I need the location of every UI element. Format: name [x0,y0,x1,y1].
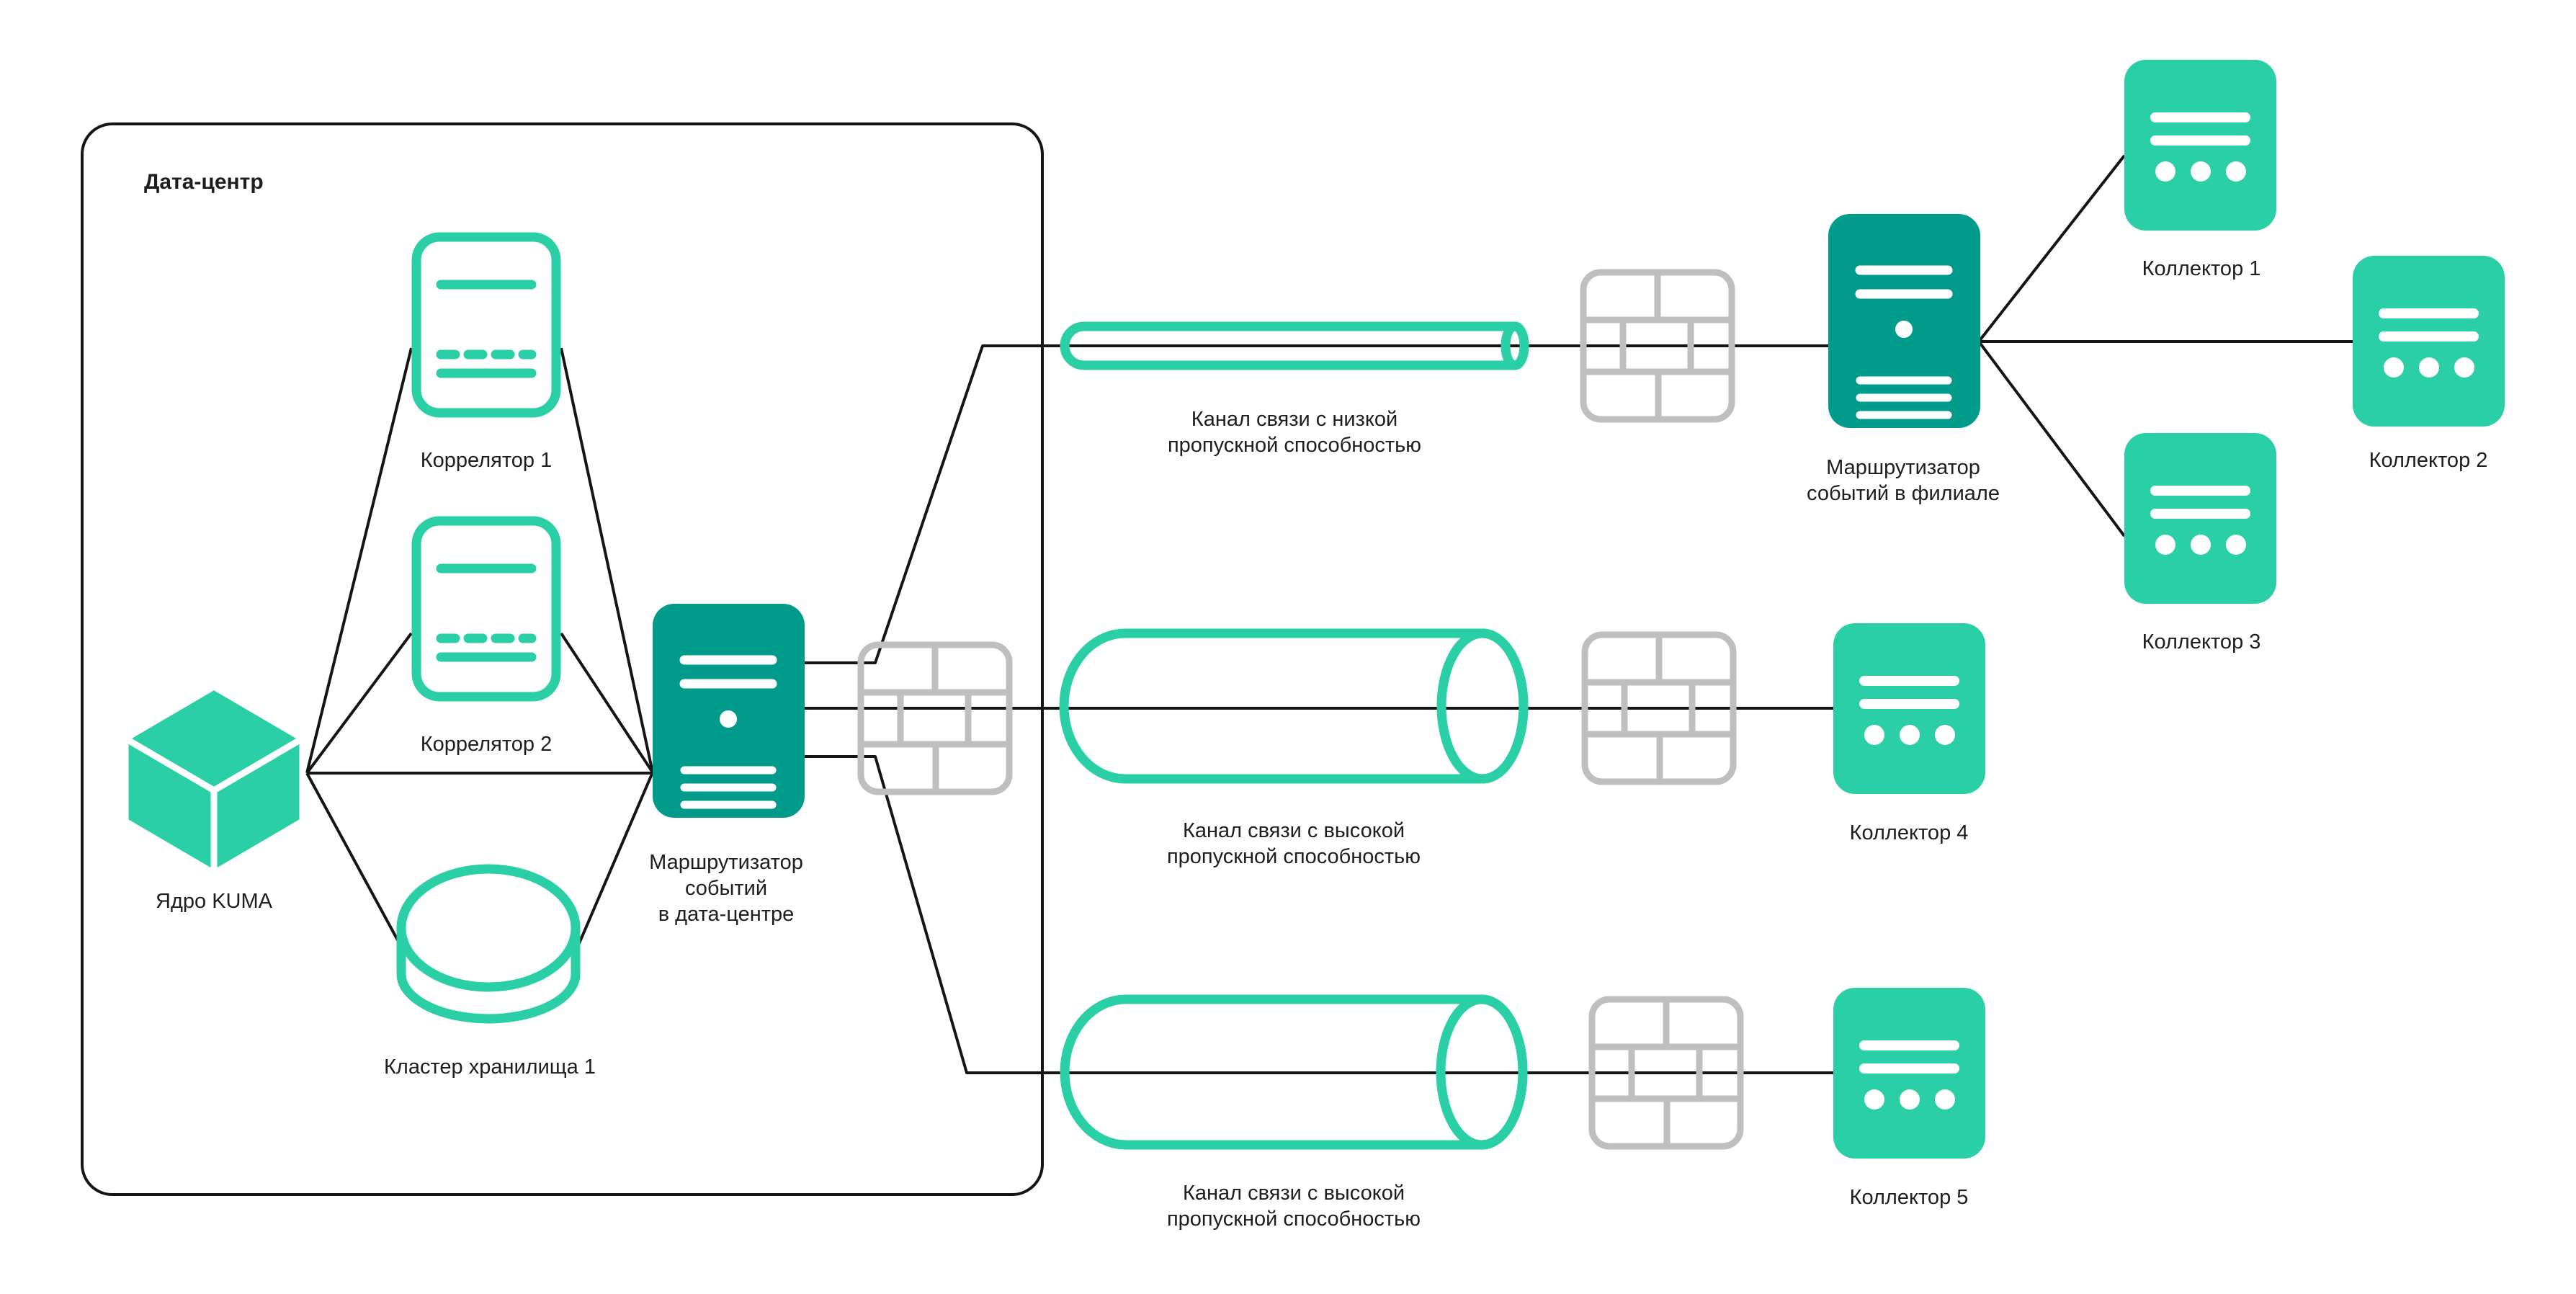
connector-line [576,772,654,947]
document-outline-icon [416,521,556,697]
server-icon [653,604,805,818]
pipe-end-ellipse [1436,994,1528,1150]
collector-card-icon [2124,60,2276,231]
channel-low-bandwidth: Канал связи с низкой пропускной способно… [1060,321,1529,457]
collector-card-icon [1833,623,1985,794]
node-label: Кластер хранилища 1 [384,1056,596,1079]
connector-line [1977,154,2126,343]
pipe-end-ellipse [1436,628,1529,784]
cube-icon [122,683,306,877]
node-label: Коррелятор 2 [421,733,552,756]
channel-label: Канал связи с низкой [1191,408,1397,431]
collector-card-icon [1833,988,1985,1159]
server-icon [1828,214,1980,428]
correlator-1-node: Коррелятор 1 [416,237,556,472]
node-label: Коррелятор 1 [421,449,552,472]
connector-line [800,344,1828,664]
collector-4-node: Коллектор 4 [1833,623,1985,844]
node-label: Маршрутизатор [1826,456,1980,479]
node-label: Коллектор 5 [1850,1186,1969,1209]
node-label: Маршрутизатор [649,851,803,874]
datacenter-boundary [81,122,1044,1196]
node-label: событий в филиале [1807,482,2000,505]
node-label: событий [685,877,767,900]
channel-label: Канал связи с высокой [1183,819,1405,842]
datacenter-title: Дата-центр [144,170,264,194]
collector-2-node: Коллектор 2 [2353,256,2505,472]
correlator-2-node: Коррелятор 2 [416,521,556,756]
collector-3-node: Коллектор 3 [2124,433,2276,653]
firewall-icon [861,645,1009,792]
connector-line [1977,340,2126,537]
node-label: в дата-центре [658,903,795,926]
channel-high-bandwidth-1: Канал связи с высокой пропускной способн… [1059,628,1529,868]
collector-1-node: Коллектор 1 [2124,60,2276,280]
storage-cluster-node: Кластер хранилища 1 [384,864,596,1079]
dc-event-router-node: Маршрутизатор событий в дата-центре [649,604,805,926]
document-outline-icon [416,237,556,413]
collector-card-icon [2353,256,2505,427]
connector-line [305,772,403,947]
node-label: Коллектор 4 [1850,821,1969,844]
connectors [305,154,2353,1074]
datacenter-group: Дата-центр [81,122,1044,1196]
node-label: Коллектор 3 [2142,630,2261,653]
pipe-end-ellipse [1501,321,1529,370]
channel-high-bandwidth-2: Канал связи с высокой пропускной способн… [1060,994,1528,1231]
collector-card-icon [2124,433,2276,604]
channel-label: пропускной способностью [1168,434,1421,457]
connector-line [305,347,413,774]
channel-label: Канал связи с высокой [1183,1182,1405,1205]
kuma-core-node: Ядро KUMA [122,683,306,913]
connector-line [560,347,654,773]
connector-line [560,632,654,774]
collector-5-node: Коллектор 5 [1833,988,1985,1209]
channel-label: пропускной способностью [1167,1208,1421,1231]
node-label: Коллектор 2 [2369,449,2488,472]
branch-event-router-node: Маршрутизатор событий в филиале [1807,214,2000,505]
channel-label: пропускной способностью [1167,845,1421,868]
connector-line [305,632,413,775]
node-label: Ядро KUMA [156,890,273,913]
database-cylinder-icon [396,864,581,1024]
connector-line [800,755,1833,1074]
node-label: Коллектор 1 [2142,257,2261,280]
